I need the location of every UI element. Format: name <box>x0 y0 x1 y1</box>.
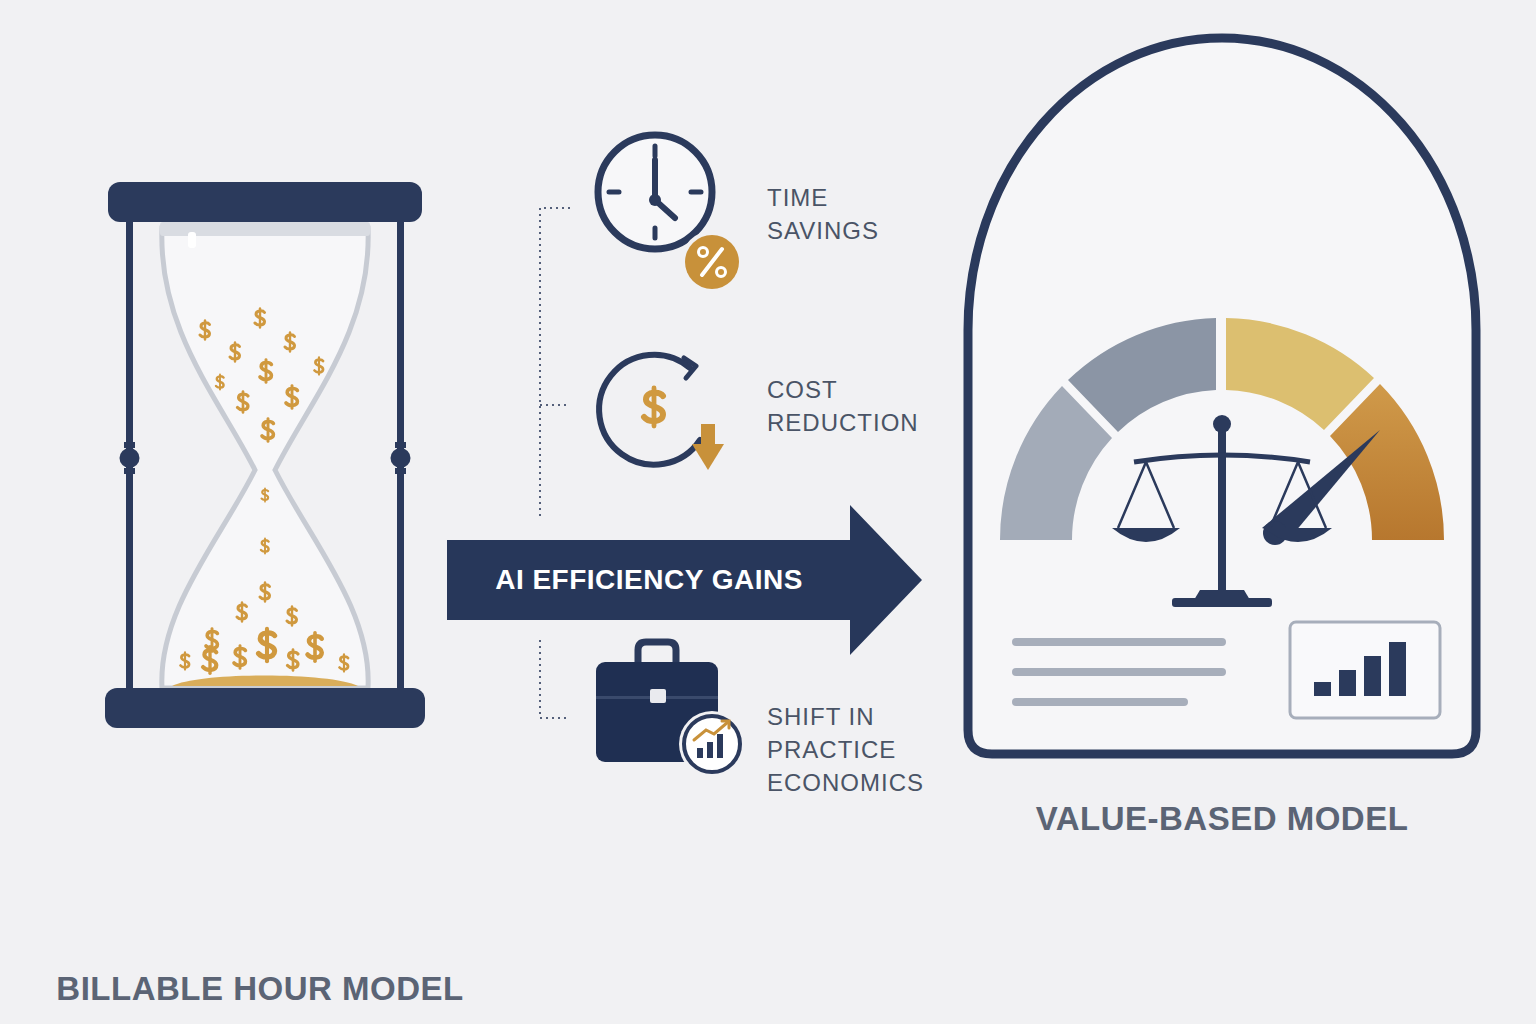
hourglass <box>105 182 425 728</box>
clock-icon <box>598 135 743 293</box>
value-panel-node: VALUE-BASED MODEL <box>955 30 1490 860</box>
gauge-panel <box>968 38 1476 754</box>
icon-label: TIME SAVINGS <box>767 181 937 247</box>
icon-label: COST REDUCTION <box>767 373 937 439</box>
model-label: BILLABLE HOUR MODEL <box>56 970 463 1008</box>
arrow-label: AI EFFICIENCY GAINS <box>495 564 803 596</box>
cost-icon <box>599 355 724 470</box>
hourglass-node: BILLABLE HOUR MODEL <box>40 170 480 860</box>
arrow-shape: AI EFFICIENCY GAINS <box>447 505 922 655</box>
briefcase-icon <box>596 642 745 777</box>
bracket <box>540 208 570 718</box>
icon-label: SHIFT IN PRACTICE ECONOMICS <box>767 700 937 799</box>
model-label: VALUE-BASED MODEL <box>1036 800 1409 838</box>
